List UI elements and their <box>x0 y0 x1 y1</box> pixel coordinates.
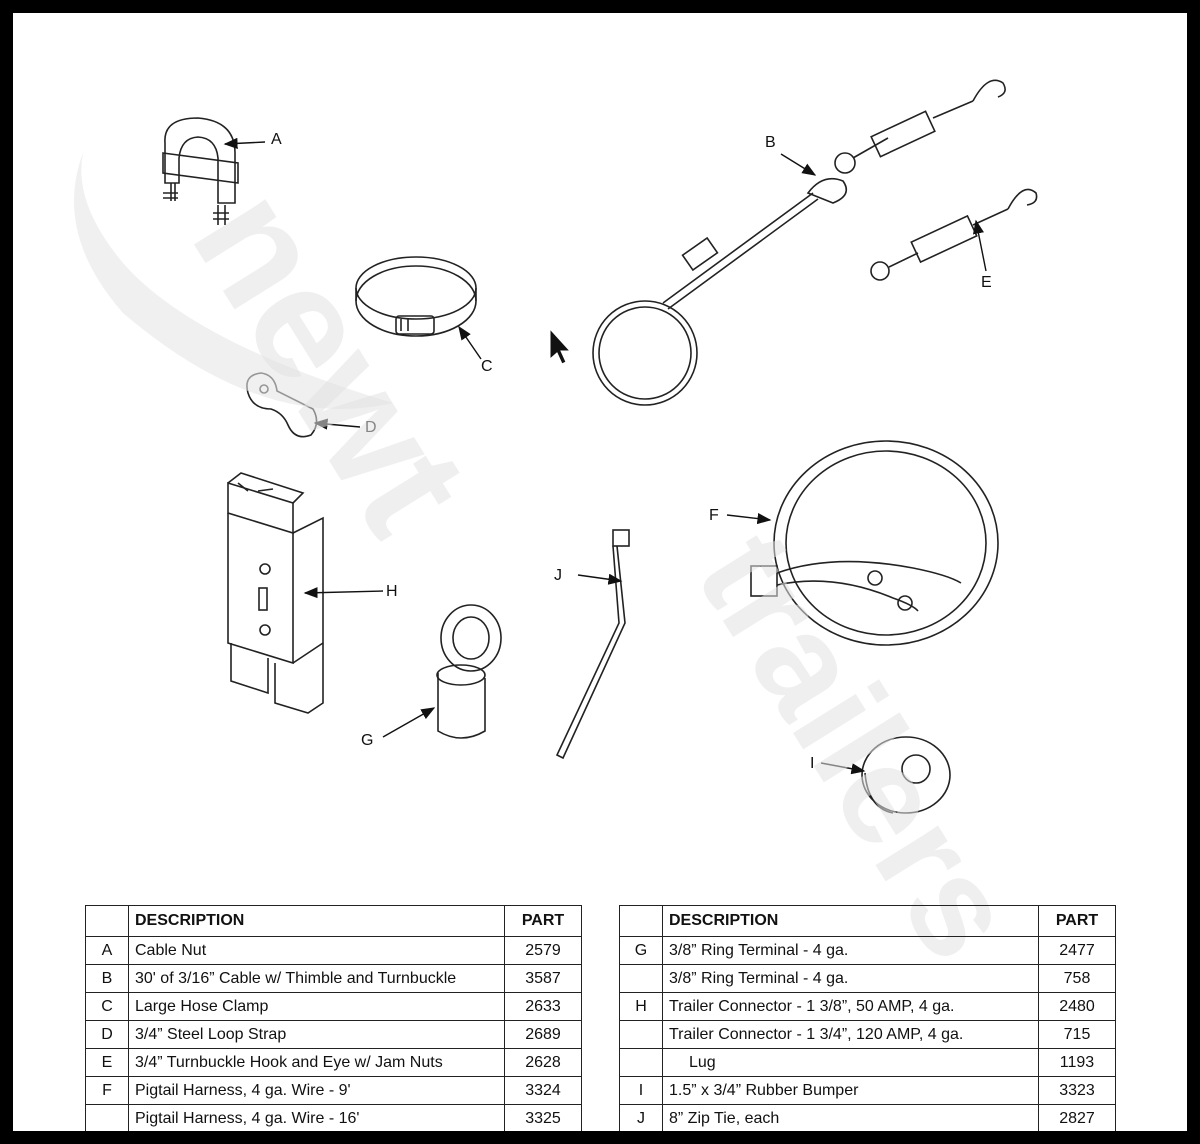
callout-h: H <box>386 583 398 600</box>
callout-f: F <box>709 507 719 524</box>
part-e-turnbuckle <box>870 188 1038 281</box>
row-part: 2579 <box>504 936 582 965</box>
row-description: 30' of 3/16” Cable w/ Thimble and Turnbu… <box>128 964 505 993</box>
callout-g: G <box>361 732 373 749</box>
callout-a: A <box>271 131 282 148</box>
row-part: 758 <box>1038 964 1116 993</box>
mouse-pointer-icon <box>549 327 572 365</box>
row-letter: J <box>619 1104 663 1131</box>
row-description: Pigtail Harness, 4 ga. Wire - 16' <box>128 1104 505 1131</box>
row-description: Large Hose Clamp <box>128 992 505 1021</box>
row-part: 2480 <box>1038 992 1116 1021</box>
row-description: 1.5” x 3/4” Rubber Bumper <box>662 1076 1039 1105</box>
row-description: Pigtail Harness, 4 ga. Wire - 9' <box>128 1076 505 1105</box>
row-description: 3/4” Turnbuckle Hook and Eye w/ Jam Nuts <box>128 1048 505 1077</box>
row-letter <box>85 1104 129 1131</box>
parts-diagram: A B C D E F G H I J <box>13 13 1187 893</box>
row-letter: B <box>85 964 129 993</box>
callout-d: D <box>365 419 377 436</box>
table-header-row: DESCRIPTION PART <box>619 905 1116 937</box>
callout-i: I <box>810 755 814 772</box>
col-letter <box>85 905 129 937</box>
row-description: Trailer Connector - 1 3/4”, 120 AMP, 4 g… <box>662 1020 1039 1049</box>
row-letter: G <box>619 936 663 965</box>
callout-j: J <box>554 567 562 584</box>
row-part: 2477 <box>1038 936 1116 965</box>
col-part: PART <box>1038 905 1116 937</box>
col-letter <box>619 905 663 937</box>
part-f-pigtail-harness <box>750 440 999 646</box>
table-row: Trailer Connector - 1 3/4”, 120 AMP, 4 g… <box>619 1020 1116 1049</box>
col-part: PART <box>504 905 582 937</box>
row-letter <box>619 1048 663 1077</box>
row-letter <box>619 964 663 993</box>
row-description: 8” Zip Tie, each <box>662 1104 1039 1131</box>
row-part: 3587 <box>504 964 582 993</box>
row-description: Trailer Connector - 1 3/8”, 50 AMP, 4 ga… <box>662 992 1039 1021</box>
part-c-hose-clamp <box>355 256 477 337</box>
row-part: 715 <box>1038 1020 1116 1049</box>
row-letter: C <box>85 992 129 1021</box>
row-letter: A <box>85 936 129 965</box>
part-g-ring-terminal <box>436 604 502 739</box>
row-description: 3/8” Ring Terminal - 4 ga. <box>662 964 1039 993</box>
row-letter <box>619 1020 663 1049</box>
row-letter: I <box>619 1076 663 1105</box>
row-letter: E <box>85 1048 129 1077</box>
row-part: 2633 <box>504 992 582 1021</box>
part-d-loop-strap <box>246 372 318 438</box>
row-letter: H <box>619 992 663 1021</box>
row-letter: D <box>85 1020 129 1049</box>
part-b-cable-turnbuckle <box>592 79 1006 406</box>
row-description: 3/8” Ring Terminal - 4 ga. <box>662 936 1039 965</box>
row-part: 2689 <box>504 1020 582 1049</box>
row-part: 2827 <box>1038 1104 1116 1131</box>
callout-c: C <box>481 358 493 375</box>
part-j-zip-tie <box>555 529 630 760</box>
row-description: Lug <box>662 1048 1039 1077</box>
part-i-rubber-bumper <box>861 736 951 814</box>
row-description: Cable Nut <box>128 936 505 965</box>
row-part: 3323 <box>1038 1076 1116 1105</box>
table-row: 3/8” Ring Terminal - 4 ga.758 <box>619 964 1116 993</box>
col-description: DESCRIPTION <box>662 905 1039 937</box>
callout-e: E <box>981 274 992 291</box>
table-row: Pigtail Harness, 4 ga. Wire - 16'3325 <box>85 1104 582 1131</box>
row-description: 3/4” Steel Loop Strap <box>128 1020 505 1049</box>
parts-sheet: A B C D E F G H I J newt trailers DESCRI… <box>13 13 1187 1131</box>
row-part: 1193 <box>1038 1048 1116 1077</box>
row-part: 3324 <box>504 1076 582 1105</box>
part-h-trailer-connector <box>227 472 324 714</box>
col-description: DESCRIPTION <box>128 905 505 937</box>
parts-illustration: A B C D E F G H I J <box>162 79 1038 814</box>
callout-b: B <box>765 134 776 151</box>
part-a-cable-nut <box>162 117 239 225</box>
row-letter: F <box>85 1076 129 1105</box>
row-part: 3325 <box>504 1104 582 1131</box>
table-header-row: DESCRIPTION PART <box>85 905 582 937</box>
row-part: 2628 <box>504 1048 582 1077</box>
